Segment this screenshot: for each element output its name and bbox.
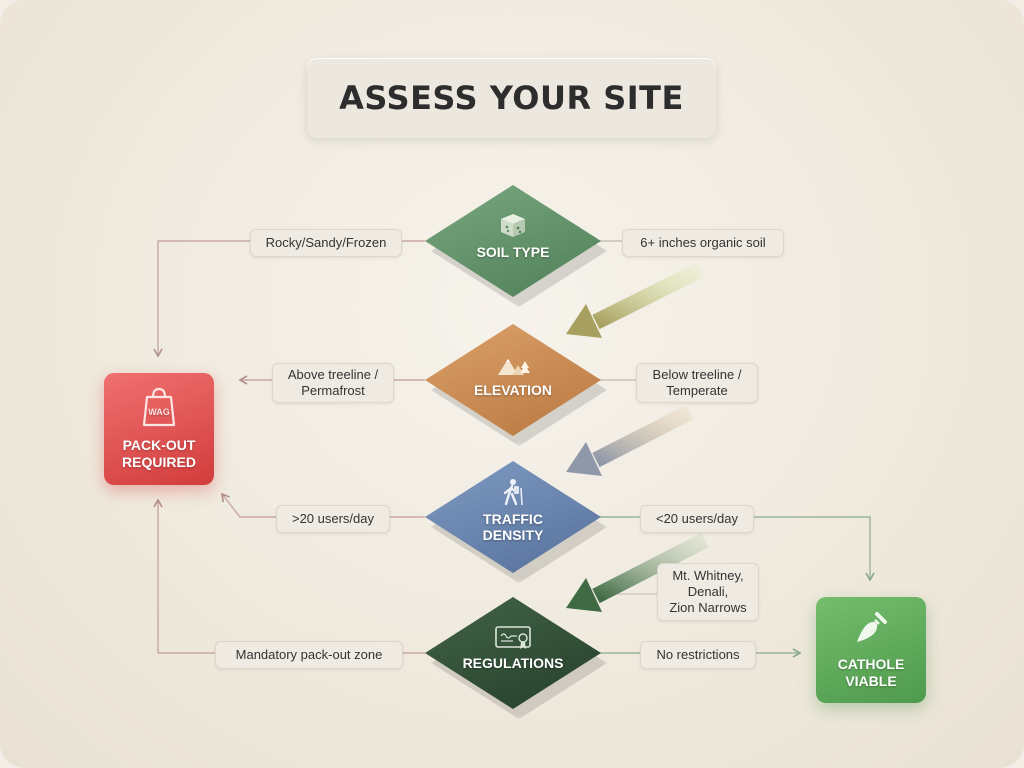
elevation-node: ELEVATION xyxy=(425,324,607,446)
cathole-viable-label: CATHOLE VIABLE xyxy=(837,656,905,689)
bag-wag-text: WAG xyxy=(148,407,170,417)
pack-out-required-outcome: WAG PACK-OUT REQUIRED xyxy=(104,373,214,485)
edge-label-above-treeline: Above treeline / Permafrost xyxy=(272,363,394,403)
bag-icon: WAG xyxy=(141,387,177,431)
edge-label-rocky-sandy-frozen: Rocky/Sandy/Frozen xyxy=(250,229,402,257)
mountain-tree-icon xyxy=(496,353,530,382)
edge-label-mandatory-pack-out: Mandatory pack-out zone xyxy=(215,641,403,669)
pack-out-required-label: PACK-OUT REQUIRED xyxy=(122,437,196,470)
edge-label-organic-soil: 6+ inches organic soil xyxy=(622,229,784,257)
elevation-label: ELEVATION xyxy=(473,381,553,398)
regulations-node: REGULATIONS xyxy=(425,597,607,719)
soil-layers-icon xyxy=(498,213,528,244)
regulations-label: REGULATIONS xyxy=(462,654,564,671)
edge-label-under-20-users: <20 users/day xyxy=(640,505,754,533)
soil-type-label: SOIL TYPE xyxy=(476,243,550,260)
trowel-icon xyxy=(853,610,889,650)
connector-soil-left xyxy=(153,240,425,358)
hiker-icon xyxy=(500,478,526,511)
flow-arrow-elevation-to-traffic xyxy=(566,404,694,476)
traffic-density-label: TRAFFIC DENSITY xyxy=(482,510,544,543)
flow-arrow-soil-to-elevation xyxy=(566,262,704,338)
page-title: ASSESS YOUR SITE xyxy=(307,58,716,138)
traffic-density-node: TRAFFIC DENSITY xyxy=(425,461,607,583)
cathole-viable-outcome: CATHOLE VIABLE xyxy=(816,597,926,703)
edge-label-no-restrictions: No restrictions xyxy=(640,641,756,669)
flow-arrow-traffic-to-regulations xyxy=(566,532,709,612)
edge-label-below-treeline: Below treeline / Temperate xyxy=(636,363,758,403)
certificate-icon xyxy=(495,625,531,655)
edge-label-over-20-users: >20 users/day xyxy=(276,505,390,533)
edge-label-example-sites: Mt. Whitney, Denali, Zion Narrows xyxy=(657,563,759,621)
soil-type-node: SOIL TYPE xyxy=(425,185,607,307)
